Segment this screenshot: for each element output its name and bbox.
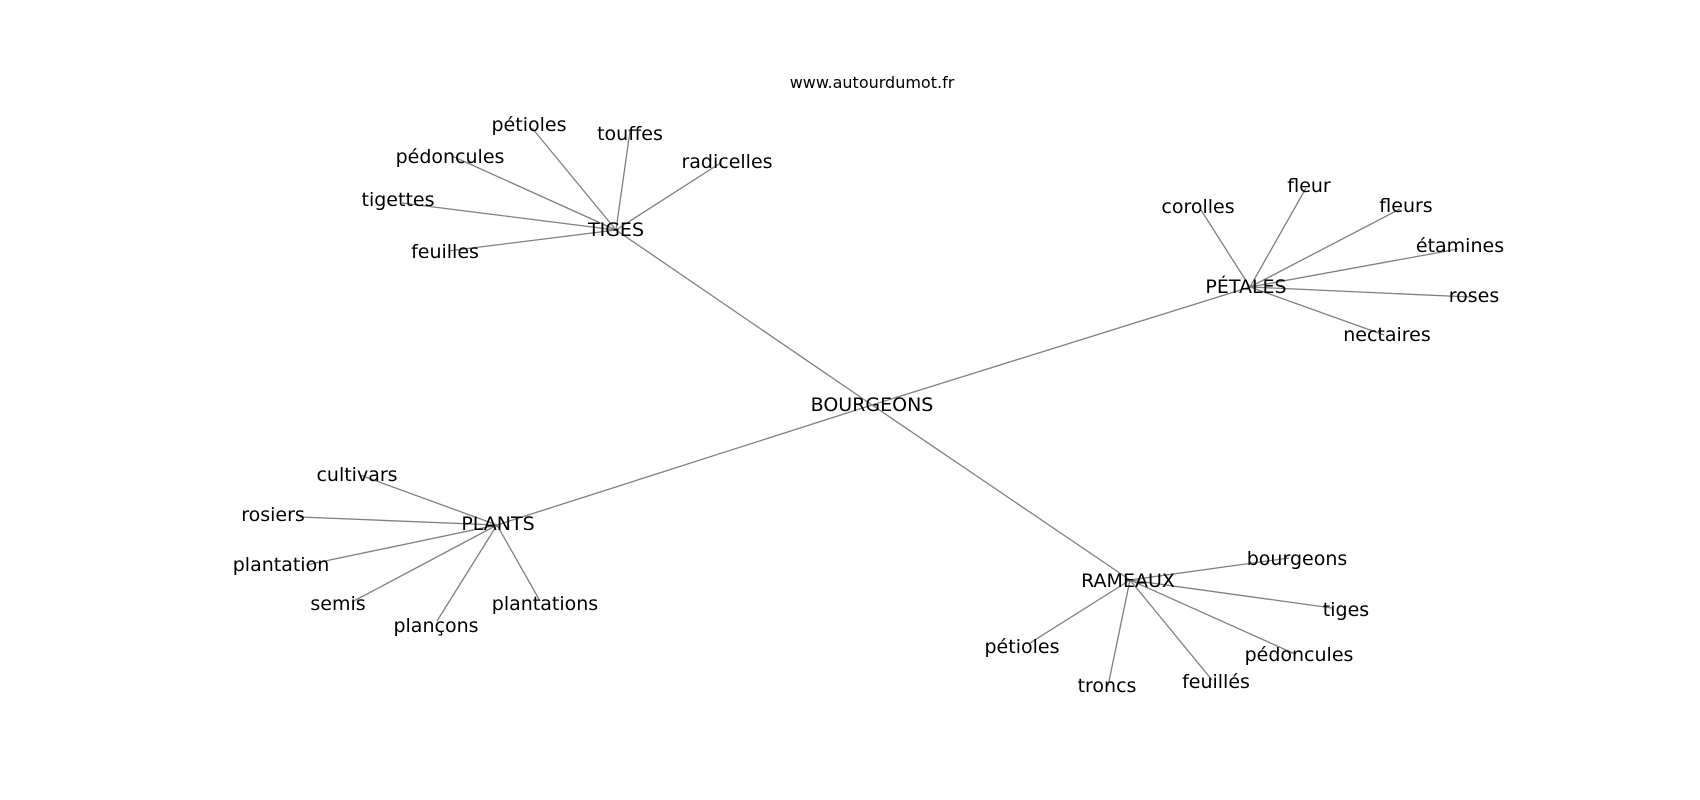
root-to-branch-edge	[615, 229, 873, 406]
branch-to-leaf-edge	[451, 155, 617, 231]
branch-node-tiges[interactable]: TIGES	[587, 219, 644, 241]
leaf-node[interactable]: radicelles	[681, 151, 772, 173]
root-node[interactable]: BOURGEONS	[811, 394, 934, 416]
branch-to-leaf-edge	[305, 524, 498, 566]
branch-to-leaf-edge	[615, 161, 723, 231]
leaf-node[interactable]: pédoncules	[396, 146, 505, 168]
branch-to-leaf-edge	[1249, 286, 1385, 336]
branch-node-petales[interactable]: PÉTALES	[1205, 275, 1286, 298]
branch-to-leaf-edge	[436, 524, 498, 622]
branch-to-leaf-edge	[1249, 208, 1401, 288]
edges-layer	[299, 127, 1471, 687]
branch-to-leaf-edge	[359, 474, 498, 526]
branch-to-leaf-edge	[351, 524, 498, 603]
branch-to-leaf-edge	[1129, 579, 1296, 655]
leaf-node[interactable]: cultivars	[316, 464, 397, 486]
leaf-node[interactable]: rosiers	[241, 504, 305, 526]
branch-to-leaf-edge	[1129, 557, 1290, 581]
leaf-node[interactable]: touffes	[597, 123, 663, 145]
branch-to-leaf-edge	[1129, 579, 1213, 681]
leaf-node[interactable]: feuilles	[411, 241, 479, 263]
branch-to-leaf-edge	[1029, 579, 1131, 644]
branch-to-leaf-edge	[1107, 579, 1131, 687]
branch-to-leaf-edge	[496, 524, 541, 602]
branch-to-leaf-edge	[1129, 579, 1333, 609]
branch-to-leaf-edge	[1249, 248, 1459, 288]
branch-node-rameaux[interactable]: RAMEAUX	[1081, 570, 1175, 592]
leaf-node[interactable]: plantation	[233, 554, 330, 576]
site-watermark: www.autourdumot.fr	[790, 73, 955, 92]
leaf-node[interactable]: tiges	[1323, 599, 1369, 621]
leaf-node[interactable]: étamines	[1416, 235, 1504, 257]
leaf-node[interactable]: bourgeons	[1247, 548, 1348, 570]
branch-to-leaf-edge	[1249, 187, 1307, 288]
root-to-branch-edge	[871, 404, 1131, 581]
leaf-node[interactable]: corolles	[1161, 196, 1234, 218]
leaf-node[interactable]: troncs	[1078, 675, 1137, 697]
leaf-node[interactable]: nectaires	[1343, 324, 1431, 346]
branch-to-leaf-edge	[531, 127, 617, 231]
leaf-node[interactable]: semis	[310, 593, 365, 615]
leaf-node[interactable]: fleurs	[1379, 195, 1432, 217]
leaf-node[interactable]: pétioles	[492, 114, 567, 136]
leaf-node[interactable]: pétioles	[985, 636, 1060, 658]
root-to-branch-edge	[496, 404, 873, 526]
branch-to-leaf-edge	[1249, 286, 1471, 298]
branch-node-plants[interactable]: PLANTS	[461, 513, 534, 535]
branch-to-leaf-edge	[615, 130, 631, 231]
leaf-node[interactable]: feuillés	[1182, 671, 1250, 693]
branch-to-leaf-edge	[401, 202, 617, 231]
leaf-node[interactable]: tigettes	[362, 189, 435, 211]
root-to-branch-edge	[871, 286, 1251, 406]
leaf-node[interactable]: roses	[1449, 285, 1500, 307]
leaf-node[interactable]: pédoncules	[1245, 644, 1354, 666]
leaf-node[interactable]: plantations	[492, 593, 598, 615]
leaf-node[interactable]: fleur	[1287, 175, 1331, 197]
branch-to-leaf-edge	[299, 516, 498, 526]
leaf-node[interactable]: plançons	[393, 615, 478, 637]
branch-to-leaf-edge	[1200, 209, 1251, 288]
branch-to-leaf-edge	[447, 229, 617, 252]
